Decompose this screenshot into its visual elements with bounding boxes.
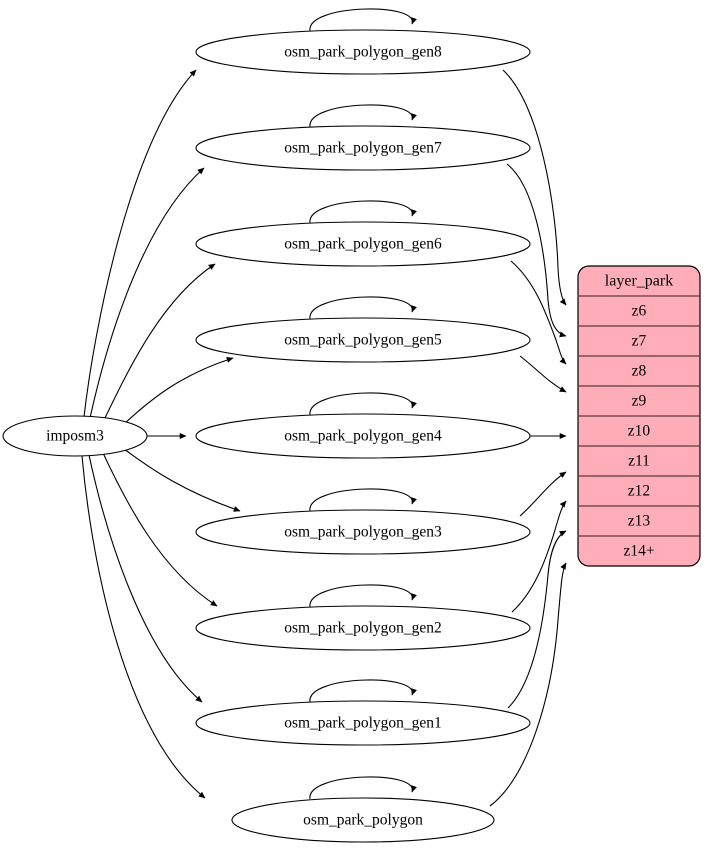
node-label: osm_park_polygon_gen2 bbox=[284, 620, 442, 637]
edge-park-polygon-to-z14 bbox=[489, 562, 567, 807]
edge-imposm3-to-gen1 bbox=[88, 454, 203, 703]
edge-gen5-to-z9 bbox=[519, 355, 567, 393]
node-osm_park_polygon_gen8[interactable] bbox=[195, 29, 531, 75]
self-loop-osm_park_polygon_gen6 bbox=[309, 200, 417, 224]
self-loop-osm_park_polygon_gen2 bbox=[309, 584, 417, 608]
node-label: osm_park_polygon_gen6 bbox=[284, 236, 442, 253]
edge-imposm3-to-gen7 bbox=[89, 167, 205, 419]
node-osm_park_polygon_gen2[interactable] bbox=[195, 605, 531, 651]
node-label: osm_park_polygon bbox=[303, 812, 423, 829]
table-row-z6[interactable]: z6 bbox=[632, 303, 647, 320]
edges-from-imposm3 bbox=[81, 69, 241, 799]
self-loop-osm_park_polygon_gen7 bbox=[309, 104, 417, 128]
node-label: osm_park_polygon_gen5 bbox=[284, 332, 442, 349]
node-group: osm_park_polygon_gen8 osm_park_polygon_ge… bbox=[195, 29, 531, 843]
node-osm_park_polygon_gen3[interactable] bbox=[195, 509, 531, 555]
edge-imposm3-to-gen5 bbox=[123, 357, 234, 425]
edge-imposm3-to-park-polygon bbox=[81, 455, 206, 799]
table-row-z8[interactable]: z8 bbox=[632, 363, 647, 380]
edge-gen3-to-z11 bbox=[519, 471, 567, 517]
node-imposm3[interactable] bbox=[2, 415, 148, 457]
edge-imposm3-to-gen6 bbox=[103, 263, 216, 421]
layer-park-table: layer_park z6 z7 z8 z9 z10 z11 z12 z13 z14+ bbox=[577, 265, 701, 567]
table-row-z9[interactable]: z9 bbox=[632, 393, 647, 410]
table-row-z13[interactable]: z13 bbox=[628, 513, 651, 530]
node-label: osm_park_polygon_gen7 bbox=[284, 140, 442, 157]
node-osm_park_polygon_gen4[interactable] bbox=[195, 413, 531, 459]
node-label: imposm3 bbox=[46, 428, 104, 445]
node-label: osm_park_polygon_gen4 bbox=[284, 428, 442, 445]
self-loop-osm_park_polygon_gen5 bbox=[309, 296, 417, 320]
node-osm_park_polygon_gen5[interactable] bbox=[195, 317, 531, 363]
table-row-z11[interactable]: z11 bbox=[628, 453, 650, 470]
table-row-z7[interactable]: z7 bbox=[632, 333, 647, 350]
edge-imposm3-to-gen3 bbox=[123, 448, 241, 512]
node-label: osm_park_polygon_gen1 bbox=[284, 715, 442, 732]
node-osm_park_polygon_gen6[interactable] bbox=[195, 221, 531, 267]
node-label: osm_park_polygon_gen3 bbox=[284, 524, 442, 541]
edges-to-layer-park bbox=[489, 69, 567, 807]
edge-gen7-to-z7 bbox=[506, 163, 567, 338]
self-loop-osm_park_polygon_gen8 bbox=[309, 8, 417, 32]
node-osm_park_polygon_gen7[interactable] bbox=[195, 125, 531, 171]
self-loop-osm_park_polygon_gen3 bbox=[309, 488, 417, 512]
self-loop-group bbox=[309, 8, 417, 800]
edge-gen8-to-z6 bbox=[502, 69, 567, 306]
table-row-z10[interactable]: z10 bbox=[628, 423, 651, 440]
table-row-z14+[interactable]: z14+ bbox=[623, 543, 654, 560]
edge-gen1-to-z13 bbox=[507, 530, 567, 709]
self-loop-osm_park_polygon_gen4 bbox=[309, 392, 417, 416]
edge-gen6-to-z8 bbox=[510, 260, 567, 365]
edge-imposm3-to-gen8 bbox=[83, 69, 197, 418]
node-osm_park_polygon[interactable] bbox=[231, 797, 495, 843]
edge-gen2-to-z12 bbox=[511, 500, 567, 613]
table-header-label: layer_park bbox=[605, 273, 673, 290]
node-osm_park_polygon_gen1[interactable] bbox=[195, 700, 531, 746]
self-loop-osm_park_polygon bbox=[309, 776, 417, 800]
node-label: osm_park_polygon_gen8 bbox=[284, 44, 442, 61]
table-row-z12[interactable]: z12 bbox=[628, 483, 650, 500]
edge-imposm3-to-gen2 bbox=[102, 452, 218, 607]
imposm3-node-group: imposm3 bbox=[2, 415, 148, 457]
self-loop-osm_park_polygon_gen1 bbox=[309, 679, 417, 703]
